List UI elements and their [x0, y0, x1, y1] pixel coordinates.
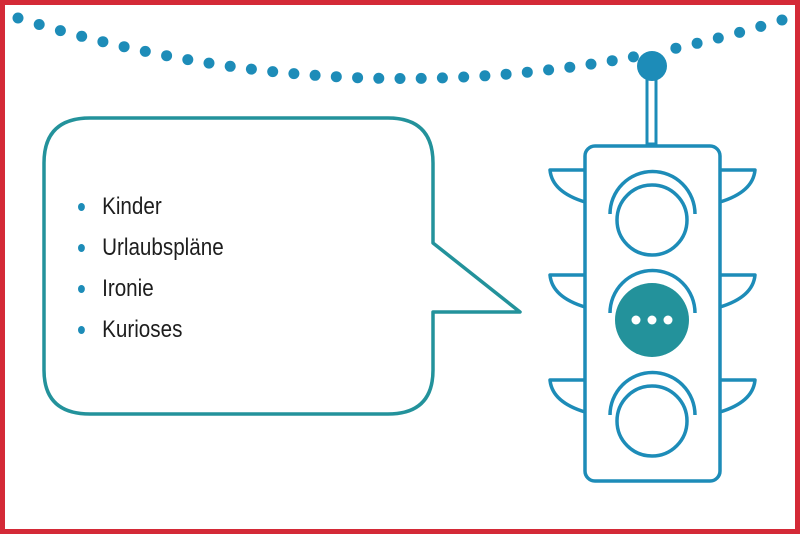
- list-item-label: Kinder: [102, 193, 162, 220]
- list-item-label: Urlaubspläne: [102, 234, 224, 261]
- right-visor-top: [719, 168, 757, 204]
- lamp-bottom: [615, 384, 689, 458]
- garland-dot: [203, 57, 215, 69]
- hanging-knob: [637, 51, 667, 81]
- garland-dot: [670, 42, 682, 54]
- list-item: Kinder: [78, 190, 224, 231]
- garland-dot: [521, 66, 533, 78]
- garland-dot: [606, 55, 618, 67]
- garland-dot: [394, 73, 406, 84]
- lamp-middle-hood: [608, 268, 697, 314]
- garland-dot: [415, 72, 427, 84]
- garland-dot: [97, 36, 109, 48]
- traffic-light: [548, 144, 757, 483]
- garland-dot: [500, 68, 512, 80]
- garland-dot: [139, 45, 151, 57]
- garland-dot: [33, 19, 45, 30]
- left-visor-top: [548, 168, 586, 204]
- garland-dot: [627, 51, 639, 63]
- hanging-pole: [645, 76, 658, 146]
- list-item: Urlaubspläne: [78, 231, 224, 272]
- ellipsis-icon: [631, 315, 673, 325]
- left-visor-middle: [548, 273, 586, 309]
- lamp-top-hood: [608, 169, 697, 215]
- garland-dot: [12, 12, 24, 24]
- dotted-garland: [12, 12, 788, 84]
- garland-dot: [330, 71, 342, 83]
- garland-dot: [352, 72, 364, 84]
- garland-dot: [458, 71, 470, 83]
- list-item: Ironie: [78, 272, 224, 313]
- list-item: Kurioses: [78, 313, 224, 354]
- bullet-icon: [78, 285, 85, 293]
- garland-dot: [267, 66, 279, 78]
- garland-dot: [309, 69, 321, 81]
- garland-dot: [755, 20, 767, 32]
- bullet-icon: [78, 203, 85, 211]
- right-visor-bottom: [719, 378, 757, 414]
- garland-dot: [436, 72, 448, 84]
- garland-dot: [776, 14, 788, 26]
- list-item-label: Kurioses: [102, 316, 183, 343]
- garland-dot: [288, 68, 300, 80]
- list-item-label: Ironie: [102, 275, 154, 302]
- garland-dot: [54, 25, 66, 37]
- garland-dot: [245, 63, 257, 75]
- lamp-bottom-hood: [608, 370, 697, 416]
- garland-dot: [182, 54, 194, 66]
- garland-dot: [564, 61, 576, 73]
- lamp-top: [615, 183, 689, 257]
- left-visor-bottom: [548, 378, 586, 414]
- garland-dot: [76, 30, 88, 42]
- garland-dot: [734, 26, 746, 38]
- garland-dot: [543, 64, 555, 76]
- traffic-light-housing: [583, 144, 722, 483]
- bullet-icon: [78, 244, 85, 252]
- right-visor-middle: [719, 273, 757, 309]
- topic-list: Kinder Urlaubspläne Ironie Kurioses: [78, 190, 247, 354]
- garland-dot: [118, 41, 130, 53]
- garland-dot: [585, 58, 597, 70]
- garland-dot: [691, 37, 703, 49]
- garland-dot: [479, 70, 491, 82]
- bullet-icon: [78, 326, 85, 334]
- garland-dot: [161, 50, 173, 62]
- garland-dot: [712, 32, 724, 44]
- garland-dot: [224, 60, 236, 72]
- speech-bubble: [42, 116, 522, 416]
- garland-dot: [373, 72, 385, 84]
